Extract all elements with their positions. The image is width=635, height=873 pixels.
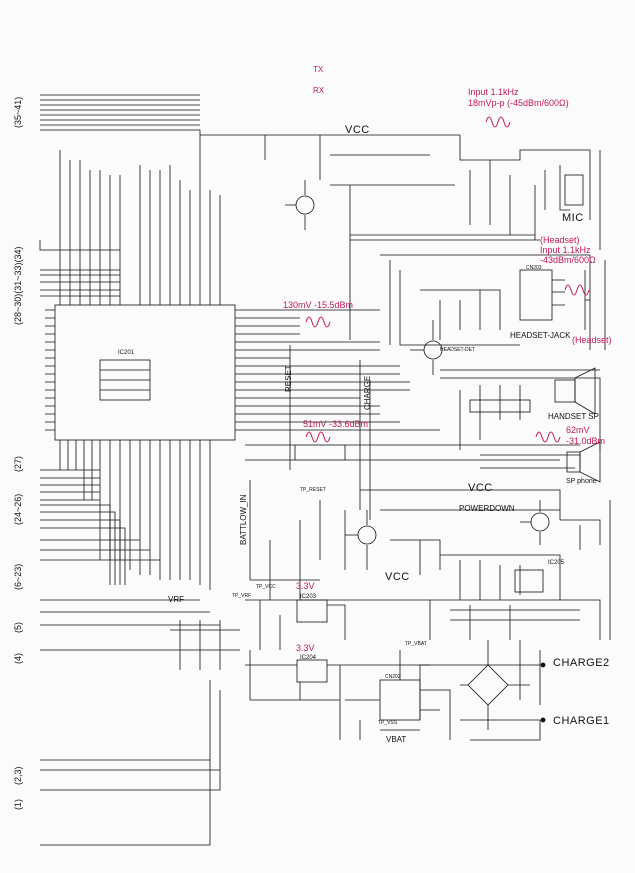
edge-label: (2,3) xyxy=(13,766,23,785)
annotation-headset-in-2: Input 1.1kHz xyxy=(540,245,591,255)
net-reset: RESET xyxy=(284,365,293,392)
block-ic205: IC205 xyxy=(548,560,565,566)
block-headset-det: HEADSET-DET xyxy=(440,347,476,353)
legend-tx: TX xyxy=(313,65,324,74)
annotation-mic-input-1: Input 1.1kHz xyxy=(468,87,519,97)
annotation-handset-level-1: 62mV xyxy=(566,425,590,435)
annotation-level-51: 51mV -33.6dBm xyxy=(303,419,369,429)
net-vcc-top: VCC xyxy=(345,124,370,136)
net-vcc-mid: VCC xyxy=(468,482,493,494)
net-charge: CHARGE xyxy=(363,375,372,410)
net-battlow: BATTLOW_IN xyxy=(239,494,248,545)
edge-label: (6~23) xyxy=(13,563,23,590)
block-sp-phone: SP phone xyxy=(566,478,597,485)
edge-label: (24~26) xyxy=(13,493,23,525)
annotation-level-130: 130mV -15.5dBm xyxy=(283,300,354,310)
annotation-3v3-a: 3.3V xyxy=(296,581,315,591)
tp-vbat: TP_VBAT xyxy=(405,641,427,647)
block-ic204: IC204 xyxy=(300,655,317,661)
edge-label: (35~41) xyxy=(13,96,23,128)
tp-vcc: TP_VCC xyxy=(256,584,276,590)
annotation-headset-in-3: -43dBm/600Ω xyxy=(540,255,596,265)
block-ic201: IC201 xyxy=(118,350,135,356)
net-vcc-bottom: VCC xyxy=(385,571,410,583)
net-vrf: VRF xyxy=(168,595,184,604)
tp-vss: TP_VSS xyxy=(378,720,398,726)
net-powerdown: POWERDOWN xyxy=(459,504,515,513)
block-cn202: CN202 xyxy=(385,674,401,680)
annotation-3v3-b: 3.3V xyxy=(296,643,315,653)
legend-rx: RX xyxy=(313,86,325,95)
block-handset-sp: HANDSET SP xyxy=(548,412,599,421)
annotation-headset-in-1: (Headset) xyxy=(540,235,580,245)
edge-label: (28~30)(31~33)(34) xyxy=(13,246,23,325)
annotation-handset-level-2: -31.0dBm xyxy=(566,436,606,446)
edge-label: (4) xyxy=(13,653,23,664)
annotation-mic-input-2: 18mVp-p (-45dBm/600Ω) xyxy=(468,98,569,108)
edge-label: (1) xyxy=(13,799,23,810)
block-mic: MIC xyxy=(562,212,584,224)
tp-reset: TP_RESET xyxy=(300,487,326,493)
edge-label: (5) xyxy=(13,622,23,633)
edge-label: (27) xyxy=(13,455,23,472)
tp-vrf: TP_VRF xyxy=(232,593,252,599)
annotation-headset-out: (Headset) xyxy=(572,335,612,345)
connector-charge1: CHARGE1 xyxy=(553,715,610,727)
net-vbat: VBAT xyxy=(386,735,407,744)
block-cn203: CN203 xyxy=(526,265,542,271)
block-ic203: IC203 xyxy=(300,594,317,600)
block-headset-jack: HEADSET-JACK xyxy=(510,331,571,340)
connector-charge2: CHARGE2 xyxy=(553,657,610,669)
